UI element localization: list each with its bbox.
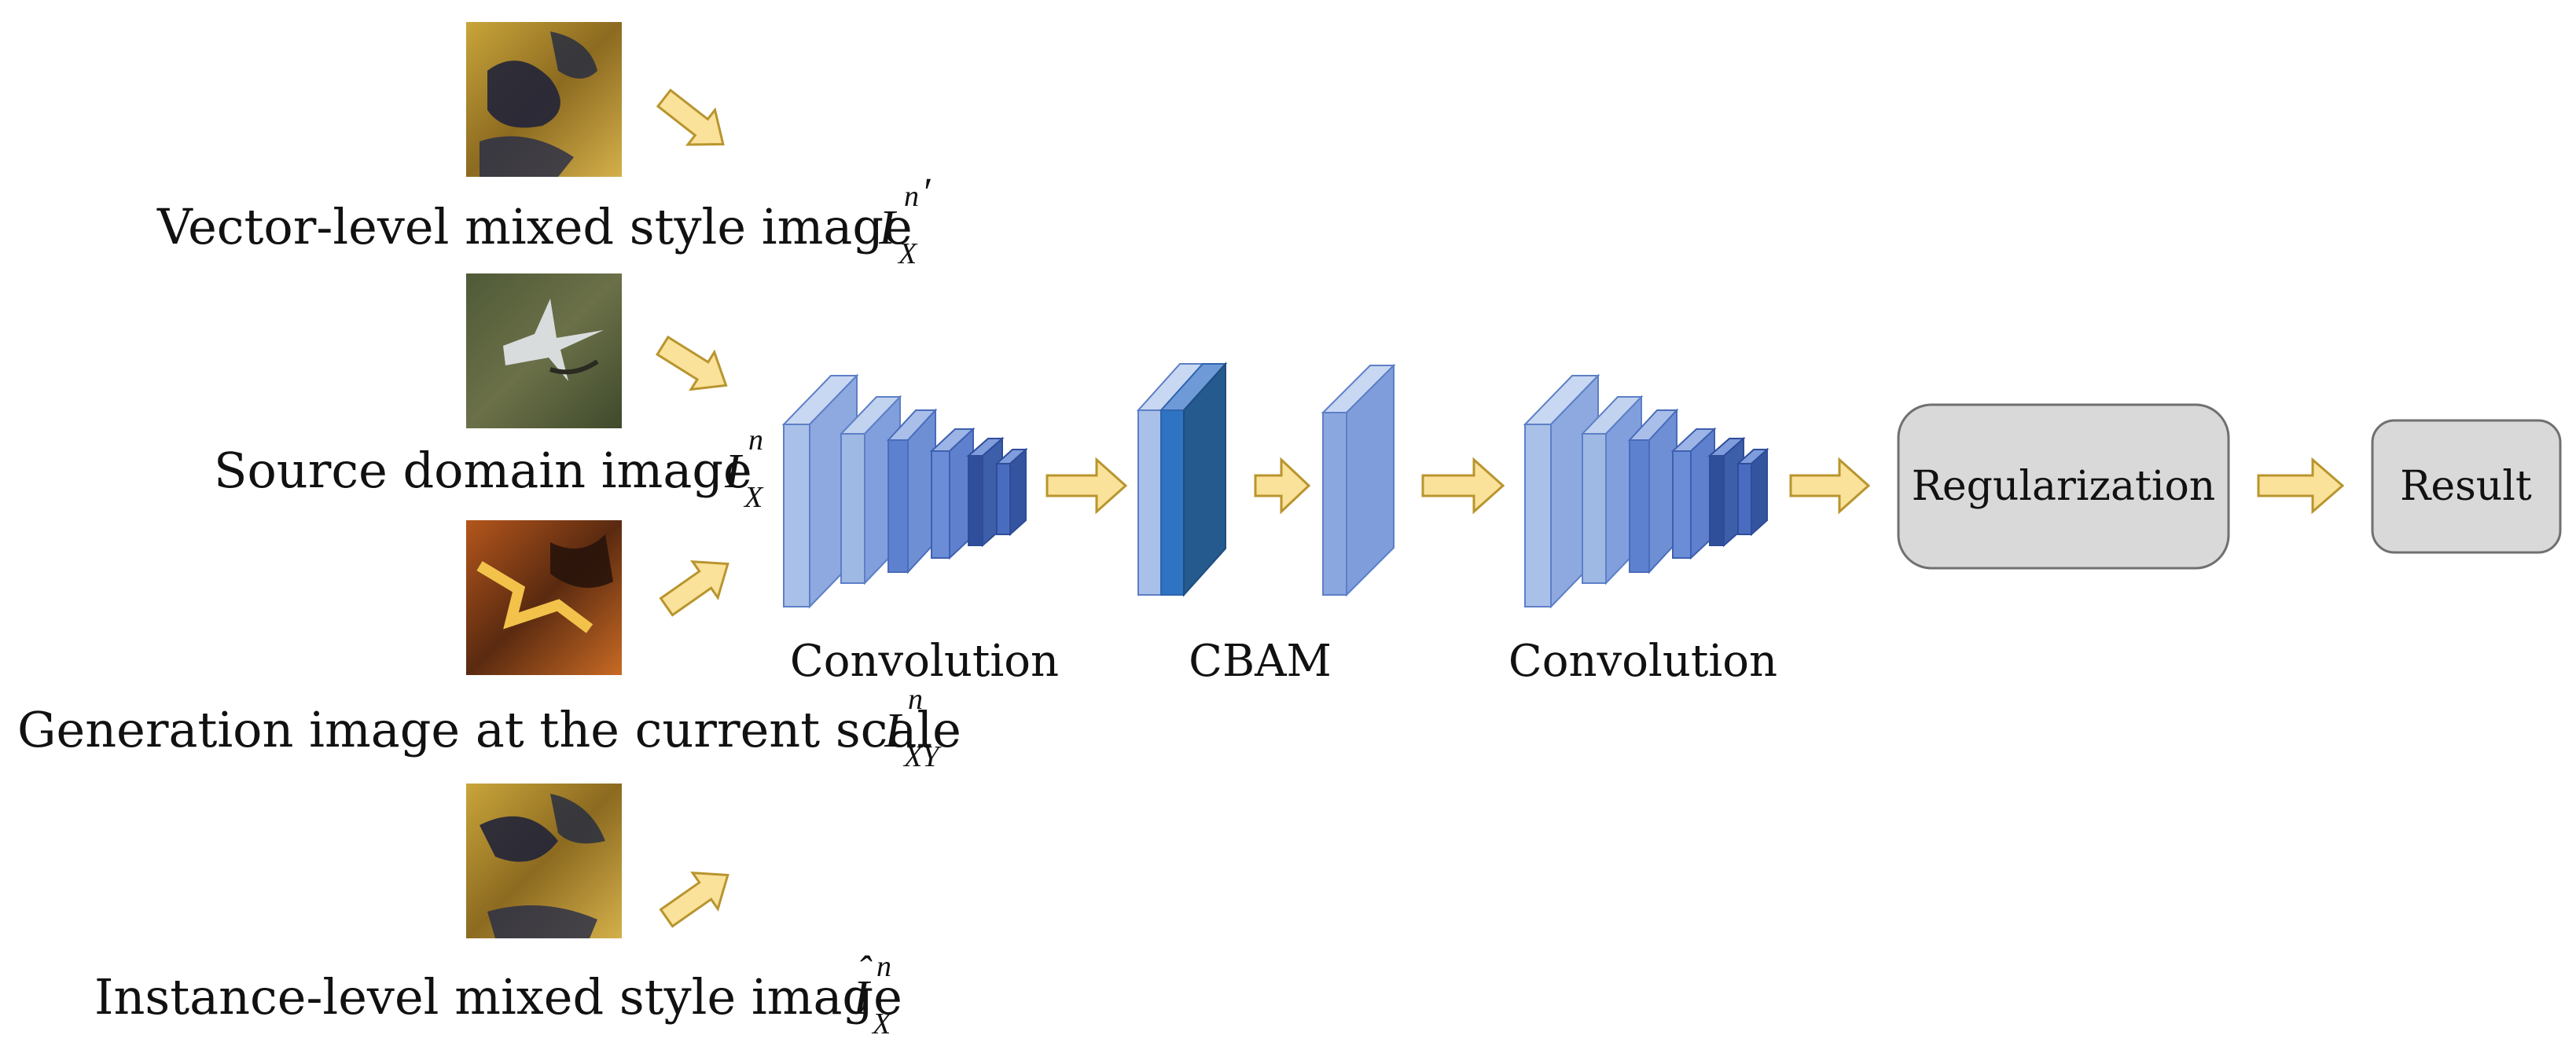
conv2-layer-3 <box>1627 408 1679 574</box>
svg-text:n: n <box>908 683 923 716</box>
svg-text:X: X <box>897 237 918 270</box>
svg-text:I: I <box>878 201 898 255</box>
svg-text:n: n <box>748 424 763 457</box>
arrow-input-3 <box>659 560 729 617</box>
math-vector-mixed: I n ′ X <box>878 171 932 270</box>
svg-text:I: I <box>724 445 744 498</box>
svg-text:′: ′ <box>921 171 932 215</box>
caption-generation: Generation image at the current scale <box>17 701 961 758</box>
conv2-layer-4 <box>1670 427 1717 560</box>
svg-text:n: n <box>904 180 919 213</box>
math-source-domain: I n X <box>724 424 764 514</box>
input-image-vector-mixed <box>466 22 622 177</box>
input-image-instance-mixed <box>466 784 622 938</box>
conv1-label: Convolution <box>790 636 1059 687</box>
input-image-source-domain <box>466 273 622 428</box>
arrow-input-1 <box>656 88 725 146</box>
input-image-generation <box>466 520 622 675</box>
arrow-input-4 <box>659 871 729 928</box>
svg-text:I: I <box>852 971 872 1025</box>
arrow-cbam-to-conv2 <box>1421 457 1505 515</box>
svg-text:XY: XY <box>902 740 942 773</box>
cbam-label: CBAM <box>1189 636 1332 687</box>
math-generation: I n XY <box>884 683 942 773</box>
conv2-layer-6 <box>1736 447 1769 537</box>
caption-source-domain: Source domain image <box>214 442 752 499</box>
arrow-input-2 <box>656 335 728 391</box>
conv-block-2 <box>1523 373 1769 609</box>
svg-text:X: X <box>871 1007 892 1040</box>
caption-vector-mixed: Vector-level mixed style image <box>156 198 913 255</box>
caption-instance-mixed: Instance-level mixed style image <box>94 968 902 1026</box>
svg-text:n: n <box>876 950 891 983</box>
conv1-layer-3 <box>886 408 938 574</box>
arrow-cbam-internal <box>1254 457 1311 515</box>
conv2-label: Convolution <box>1508 636 1777 687</box>
arrow-regularization-to-result <box>2257 457 2345 515</box>
arrow-conv1-to-cbam <box>1045 457 1128 515</box>
cbam-block <box>1136 362 1396 597</box>
conv1-layer-4 <box>929 427 976 560</box>
conv-block-1 <box>781 373 1028 609</box>
cbam-output-slab <box>1321 363 1396 597</box>
svg-text:I: I <box>884 704 903 758</box>
cbam-slab-3 <box>1183 362 1226 597</box>
cbam-slab-1 <box>1136 363 1205 596</box>
regularization-box: Regularization <box>1897 403 2230 570</box>
conv1-layer-6 <box>994 447 1028 537</box>
arrow-conv2-to-regularization <box>1789 457 1871 515</box>
result-label: Result <box>2400 463 2532 510</box>
svg-text:ˆ: ˆ <box>857 949 873 993</box>
result-box: Result <box>2371 419 2562 554</box>
regularization-label: Regularization <box>1912 463 2216 510</box>
math-instance-mixed: I ˆ n X <box>852 949 892 1040</box>
svg-text:X: X <box>743 481 764 514</box>
